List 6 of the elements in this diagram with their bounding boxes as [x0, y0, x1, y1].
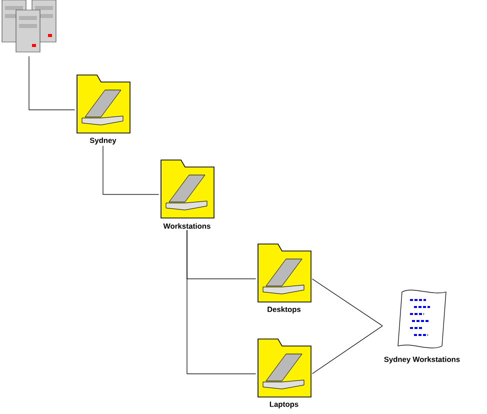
connector-line [312, 278, 383, 326]
connector-line [312, 326, 383, 374]
connector-line [102, 146, 160, 195]
connector-line [28, 56, 76, 110]
connector-line [186, 230, 256, 374]
server-drawing [2, 0, 56, 52]
